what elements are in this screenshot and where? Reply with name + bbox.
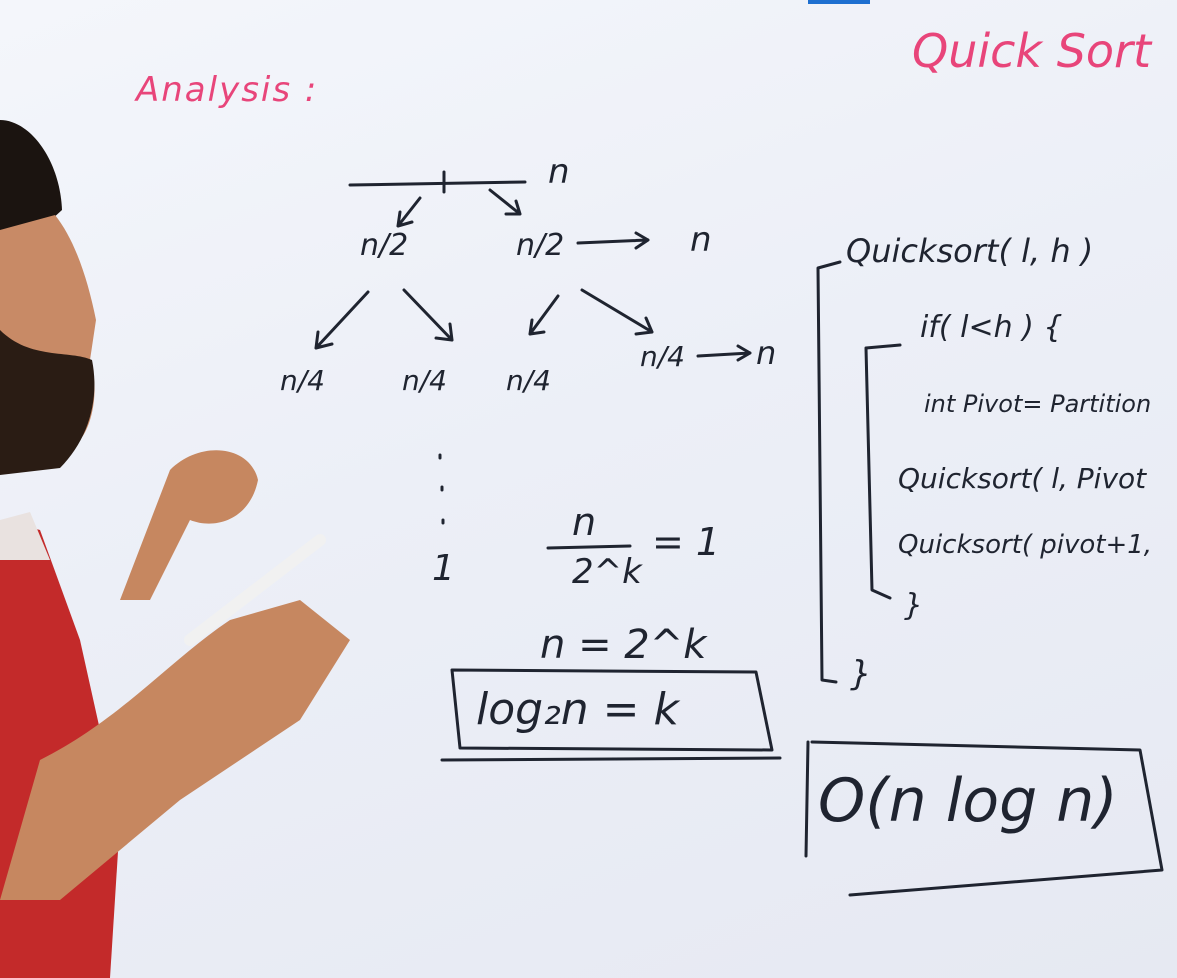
code-line-1: Quicksort( l, h ) xyxy=(846,232,1094,270)
code-line-4: Quicksort( l, Pivot xyxy=(898,462,1147,495)
step-log: log₂n = k xyxy=(476,684,679,735)
tree-l2-c: n/4 xyxy=(506,364,551,397)
code-close-outer: } xyxy=(850,654,872,694)
fraction-bar xyxy=(546,544,632,550)
arrow-l1a-right xyxy=(402,288,454,342)
log-underline xyxy=(440,756,782,762)
equals-one: = 1 xyxy=(652,520,721,564)
tree-l2-sum: n xyxy=(756,334,777,372)
arrow-root-right xyxy=(488,188,522,216)
code-line-3: int Pivot= Partition xyxy=(924,390,1152,418)
tree-dots xyxy=(438,453,445,525)
arrow-l1b-right xyxy=(580,288,654,336)
step-n-equals-2k: n = 2^k xyxy=(540,622,707,668)
presenter-beard xyxy=(0,330,95,475)
code-line-2: if( l<h ) { xyxy=(920,310,1063,345)
fraction-bottom: 2^k xyxy=(572,552,642,592)
presenter-raised-hand xyxy=(120,450,258,600)
code-close-inner: } xyxy=(904,588,924,623)
arrow-l1b-left xyxy=(528,294,560,336)
heading-analysis: Analysis : xyxy=(136,70,319,110)
tree-l2-a: n/4 xyxy=(280,364,325,397)
tree-l2-b: n/4 xyxy=(402,364,447,397)
outer-bracket xyxy=(816,260,842,684)
code-line-5: Quicksort( pivot+1, xyxy=(898,530,1153,560)
complexity-result: O(n log n) xyxy=(818,766,1118,836)
inner-bracket xyxy=(864,343,902,600)
top-accent-bar xyxy=(808,0,870,4)
tree-l1-sum: n xyxy=(690,220,712,260)
title-quick-sort: Quick Sort xyxy=(912,24,1151,78)
tree-l2-d: n/4 xyxy=(640,340,685,373)
complexity-box xyxy=(804,740,1164,897)
marker xyxy=(184,534,326,646)
tree-l1-right: n/2 xyxy=(516,228,565,263)
presenter-hair xyxy=(0,120,62,235)
arrow-root-left xyxy=(396,196,422,228)
arrow-level1-sum xyxy=(576,231,650,250)
tree-root-line xyxy=(348,180,527,187)
tree-root-n: n xyxy=(548,152,570,192)
presenter-figure xyxy=(0,120,350,978)
presenter-arm xyxy=(0,600,350,900)
presenter-collar xyxy=(0,512,50,560)
fraction-top: n xyxy=(572,500,597,544)
tree-l1-left: n/2 xyxy=(360,228,409,263)
log-box xyxy=(450,668,774,752)
arrow-level2-sum xyxy=(696,344,752,362)
tree-leaf: 1 xyxy=(432,548,455,589)
arrow-l1a-left xyxy=(314,290,370,350)
